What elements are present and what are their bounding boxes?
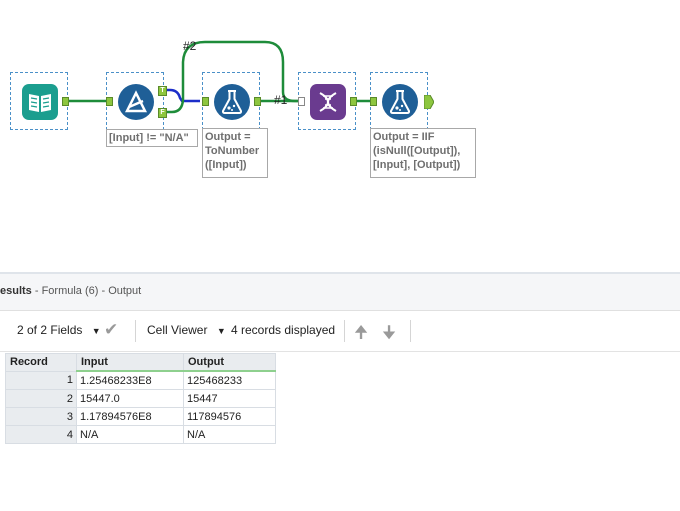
- output-anchor[interactable]: [254, 97, 261, 106]
- arrow-up-icon[interactable]: 🠉: [354, 323, 369, 342]
- multi-field-tool[interactable]: [298, 72, 357, 130]
- dropdown-caret-icon: ▼: [216, 326, 226, 336]
- results-panel: esults - Formula (6) - Output 2 of 2 Fie…: [0, 272, 680, 511]
- output-cell[interactable]: N/A: [183, 425, 276, 444]
- viewer-dropdown[interactable]: Cell Viewer ▼: [147, 323, 226, 337]
- arrow-down-icon[interactable]: 🠋: [382, 323, 397, 342]
- output-arrow-anchor[interactable]: [424, 95, 434, 109]
- connections-layer: [68, 40, 370, 114]
- output-cell[interactable]: 15447: [183, 389, 276, 408]
- apply-check-icon[interactable]: ✔: [104, 320, 119, 339]
- filter-tool[interactable]: T F: [106, 72, 167, 130]
- input-anchor[interactable]: [106, 97, 113, 106]
- results-toolbar: 2 of 2 Fields ▼ ✔ Cell Viewer ▼ 4 record…: [0, 311, 680, 352]
- results-subtitle: - Formula (6) - Output: [31, 285, 142, 297]
- viewer-label: Cell Viewer: [147, 323, 208, 337]
- formula2-annotation: Output = IIF (isNull([Output]), [Input],…: [370, 128, 476, 178]
- table-row[interactable]: 1 1.25468233E8 125468233: [5, 370, 276, 390]
- input-cell[interactable]: 1.25468233E8: [76, 370, 184, 390]
- input-data-tool[interactable]: [10, 72, 69, 130]
- output-anchor[interactable]: [350, 97, 357, 106]
- table-row[interactable]: 4 N/A N/A: [5, 425, 276, 444]
- filter-annotation: [Input] != "N/A": [106, 129, 198, 147]
- book-icon: [22, 84, 58, 120]
- record-cell: 2: [5, 389, 77, 408]
- dropdown-caret-icon: ▼: [91, 326, 101, 336]
- false-anchor[interactable]: F: [158, 108, 167, 118]
- flask-icon: [382, 84, 418, 120]
- input-cell[interactable]: 1.17894576E8: [76, 407, 184, 426]
- results-title: esults: [0, 285, 32, 297]
- workflow-canvas[interactable]: #2 #1 T F [Input] != "N/A": [0, 0, 680, 270]
- records-count: 4 records displayed: [231, 323, 336, 337]
- fields-dropdown[interactable]: 2 of 2 Fields ▼: [17, 323, 101, 337]
- connection-label-2: #2: [183, 39, 197, 53]
- flask-icon: [214, 84, 250, 120]
- fields-label: 2 of 2 Fields: [17, 323, 83, 337]
- column-header-output[interactable]: Output: [183, 353, 276, 372]
- output-anchor[interactable]: [62, 97, 69, 106]
- connection-label-1: #1: [274, 93, 288, 107]
- filter-icon: [118, 84, 154, 120]
- input-cell[interactable]: N/A: [76, 425, 184, 444]
- column-header-record[interactable]: Record: [5, 353, 77, 372]
- record-cell: 3: [5, 407, 77, 426]
- dna-icon: [310, 84, 346, 120]
- table-row[interactable]: 3 1.17894576E8 117894576: [5, 407, 276, 426]
- output-cell[interactable]: 125468233: [183, 370, 276, 390]
- multi-input-anchor[interactable]: [298, 97, 305, 106]
- input-anchor[interactable]: [370, 97, 377, 106]
- record-cell: 1: [5, 370, 77, 390]
- table-row[interactable]: 2 15447.0 15447: [5, 389, 276, 408]
- formula-tool-1[interactable]: [202, 72, 261, 130]
- input-cell[interactable]: 15447.0: [76, 389, 184, 408]
- formula-tool-2[interactable]: [370, 72, 434, 130]
- column-header-input[interactable]: Input: [76, 353, 184, 372]
- results-table: Record Input Output 1 1.25468233E8 12546…: [5, 353, 276, 444]
- results-header: esults - Formula (6) - Output: [0, 274, 680, 311]
- output-cell[interactable]: 117894576: [183, 407, 276, 426]
- formula1-annotation: Output = ToNumber ([Input]): [202, 128, 268, 178]
- true-anchor[interactable]: T: [158, 86, 167, 96]
- record-cell: 4: [5, 425, 77, 444]
- input-anchor[interactable]: [202, 97, 209, 106]
